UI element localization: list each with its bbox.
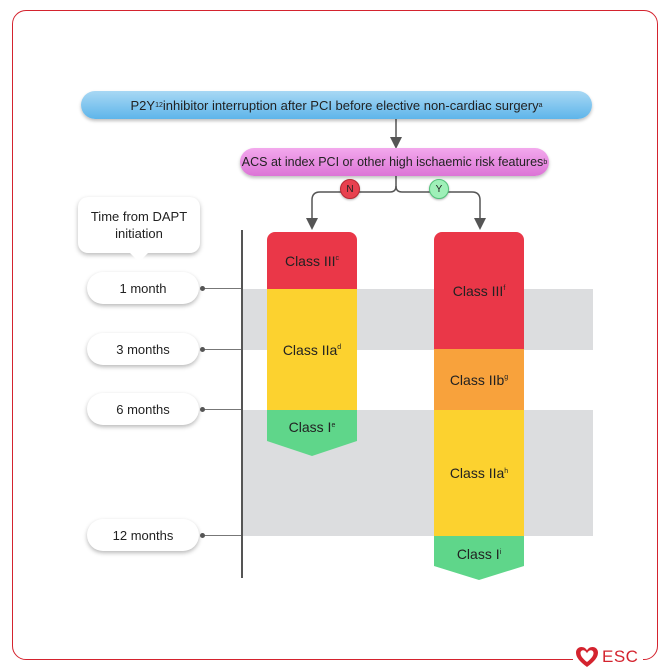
tick-1-month (203, 288, 241, 289)
right-class-iii-footnote: f (503, 285, 506, 292)
header-title-sub: 12 (155, 101, 163, 109)
left-class-i-footnote: e (331, 421, 336, 429)
heart-icon (576, 647, 598, 667)
left-class-iii-label: Class III (284, 252, 336, 269)
right-class-iii-label: Class III (452, 282, 504, 299)
right-class-i-label: Class I (456, 546, 500, 562)
tick-3-months (203, 349, 241, 350)
esc-logo: ESC (573, 644, 643, 670)
no-branch-badge: N (340, 179, 360, 199)
left-class-iia-label: Class IIa (282, 341, 338, 358)
right-class-iia-footnote: h (504, 467, 509, 475)
question-pill: ACS at index PCI or other high ischaemic… (240, 148, 549, 176)
tick-dot (200, 533, 205, 538)
question-text: ACS at index PCI or other high ischaemic… (241, 155, 544, 169)
time-label-1-month: 1 month (87, 272, 199, 304)
tick-dot (200, 407, 205, 412)
right-class-i-footnote: i (499, 548, 502, 556)
right-class-iib-label: Class IIb (449, 371, 505, 388)
tick-dot (200, 286, 205, 291)
yes-branch-badge: Y (429, 179, 449, 199)
left-class-i-arrow (267, 410, 357, 456)
timeline-heading: Time from DAPT initiation (78, 197, 200, 262)
time-label-6-months: 6 months (87, 393, 199, 425)
tick-12-months (203, 535, 241, 536)
right-class-iib-footnote: g (504, 374, 509, 381)
header-title-pre: P2Y (130, 97, 156, 113)
time-label-12-months: 12 months (87, 519, 199, 551)
left-class-i-label: Class I (288, 419, 332, 435)
left-class-iii-footnote: c (335, 255, 340, 262)
right-class-iia-label: Class IIa (449, 465, 505, 481)
header-title-post: inhibitor interruption after PCI before … (162, 97, 539, 113)
tick-dot (200, 347, 205, 352)
left-class-iia-footnote: d (337, 344, 342, 351)
question-footnote: b (543, 158, 548, 166)
timeline-axis (241, 230, 243, 578)
esc-logo-text: ESC (602, 647, 639, 666)
tick-6-months (203, 409, 241, 410)
header-footnote: a (538, 101, 543, 109)
right-class-i-arrow (434, 536, 524, 580)
time-label-3-months: 3 months (87, 333, 199, 365)
